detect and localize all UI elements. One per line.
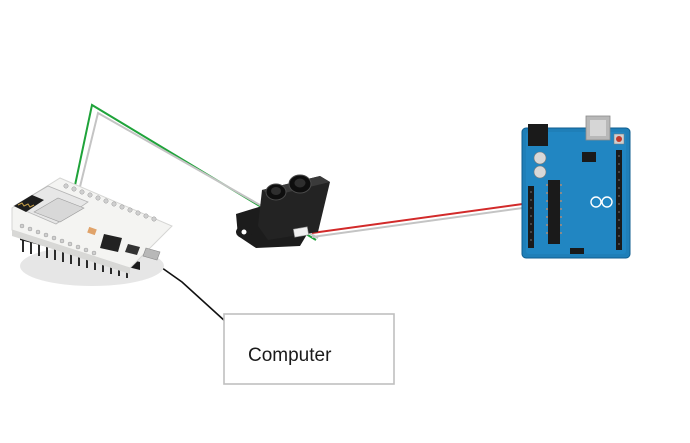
computer-label: Computer: [248, 345, 332, 366]
gray-wire-esp: [77, 111, 319, 239]
red-wire: [311, 202, 531, 234]
arduino-logo-icon: [590, 196, 613, 208]
arduino-uno-board-icon: [521, 115, 631, 259]
gray-wire-arduino: [311, 206, 531, 238]
esp-nodemcu-board-icon: [11, 177, 173, 286]
computer-box: Computer: [223, 313, 395, 385]
tf-mini-lidar-sensor-icon: [236, 174, 330, 248]
wires: [73, 103, 531, 323]
